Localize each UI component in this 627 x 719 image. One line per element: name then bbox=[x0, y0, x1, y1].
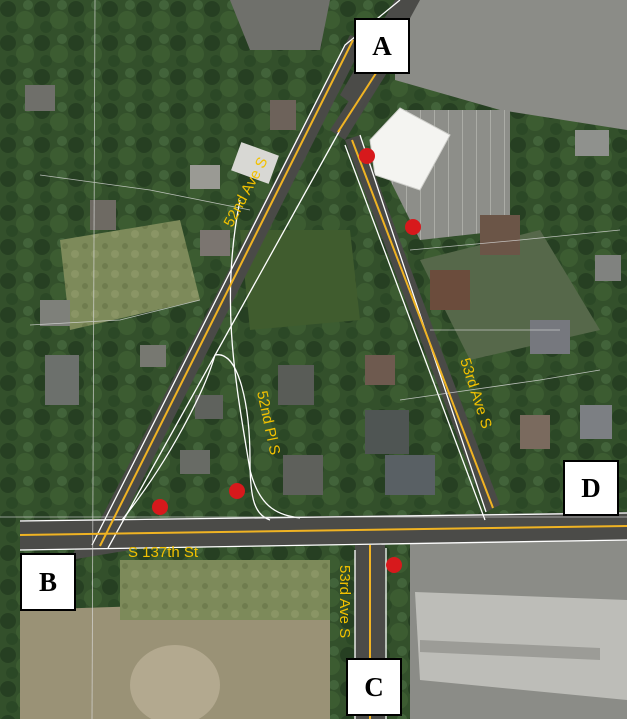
location-label-d-text: D bbox=[581, 472, 601, 503]
road-centerlines bbox=[19, 32, 627, 719]
location-label-b-text: B bbox=[38, 566, 57, 597]
track-field bbox=[130, 645, 220, 719]
location-label-b[interactable]: B bbox=[20, 553, 76, 611]
red-marker[interactable] bbox=[359, 148, 375, 164]
red-marker[interactable] bbox=[386, 557, 402, 573]
street-label-s-137th-st: S 137th St bbox=[128, 544, 199, 561]
red-marker[interactable] bbox=[152, 499, 168, 515]
marker-group bbox=[152, 148, 421, 573]
store-building bbox=[369, 107, 451, 191]
parking-lot-north bbox=[395, 0, 627, 130]
red-marker[interactable] bbox=[405, 219, 421, 235]
location-label-a[interactable]: A bbox=[354, 18, 410, 74]
location-label-d[interactable]: D bbox=[563, 460, 619, 516]
location-label-c-text: C bbox=[364, 671, 384, 702]
location-label-a-text: A bbox=[372, 30, 392, 61]
location-label-c[interactable]: C bbox=[346, 658, 402, 716]
street-label-53rd-ave-south: 53rd Ave S bbox=[336, 565, 353, 638]
red-marker[interactable] bbox=[229, 483, 245, 499]
